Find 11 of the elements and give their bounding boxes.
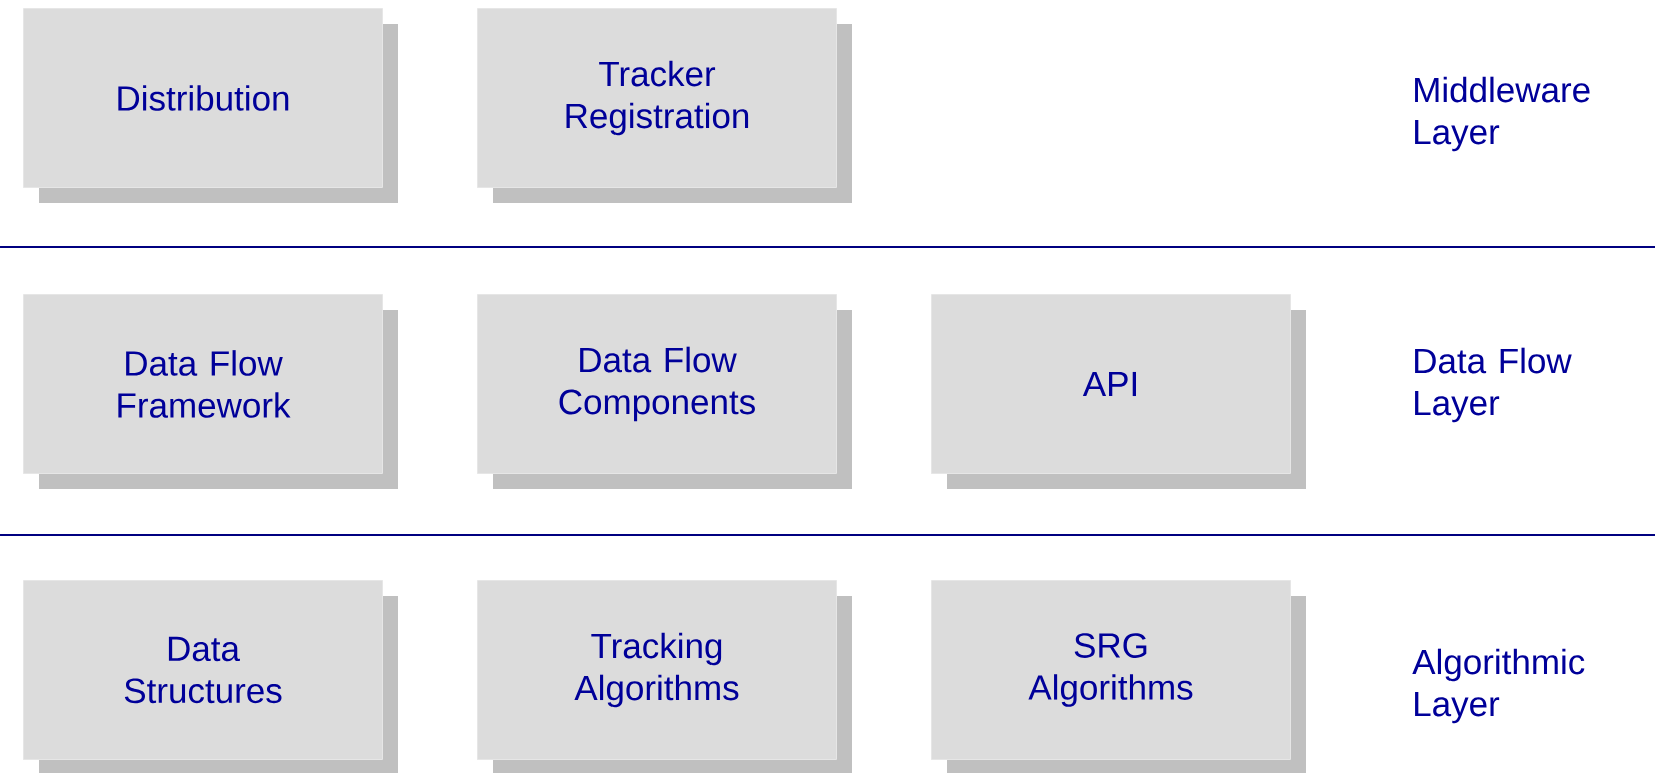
process-box: API: [931, 294, 1306, 489]
layer-label: Data Flow Layer: [1415, 347, 1572, 423]
process-box: SRG Algorithms: [931, 580, 1306, 773]
process-box: Data Flow Components: [477, 294, 852, 489]
process-box: Tracking Algorithms: [477, 580, 852, 773]
layer-label: Algorithmic Layer: [1412, 648, 1585, 724]
process-box: Distribution: [23, 8, 398, 203]
process-box: Tracker Registration: [477, 8, 852, 203]
process-box: Data Structures: [23, 580, 398, 773]
process-box: Data Flow Framework: [23, 294, 398, 489]
layer-label: Middleware Layer: [1415, 76, 1590, 152]
